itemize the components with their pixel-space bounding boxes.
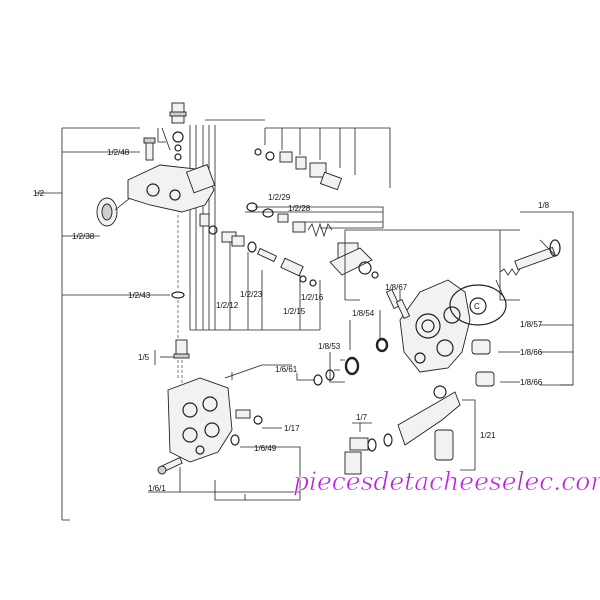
gasket-cover bbox=[449, 284, 507, 326]
label-1-2-16: 1/2/16 bbox=[301, 293, 324, 302]
label-1-6-1: 1/6/1 bbox=[148, 484, 166, 493]
bracket-plate bbox=[329, 247, 373, 276]
label-1-8: 1/8 bbox=[538, 201, 550, 210]
valve-seat bbox=[309, 162, 327, 178]
label-1-8-66b: 1/8/66 bbox=[520, 378, 543, 387]
cap-1-8-66b bbox=[475, 371, 495, 387]
seal-1-8-53 bbox=[344, 356, 360, 376]
pump-manifold bbox=[167, 377, 233, 463]
label-1-8-66a: 1/8/66 bbox=[520, 348, 543, 357]
label-1-17: 1/17 bbox=[284, 424, 300, 433]
label-c: C bbox=[474, 302, 480, 311]
group-1-6-manifold: 1/5 1/6/61 1/17 1/6/49 1/6/1 bbox=[138, 339, 301, 501]
seal-1-8-54 bbox=[375, 337, 389, 353]
label-1-8-53: 1/8/53 bbox=[318, 342, 341, 351]
cap-1-8-66a bbox=[471, 339, 491, 355]
plunger bbox=[514, 246, 557, 271]
group-1-8-housing: C 1/8 1/8/67 1/8/54 1/8/53 1/8/57 1/8/66… bbox=[296, 201, 574, 387]
label-1-6-61: 1/6/61 bbox=[275, 365, 298, 374]
label-1-2-12: 1/2/12 bbox=[216, 301, 239, 310]
watermark: piecesdetacheeselec.com bbox=[293, 467, 600, 496]
fitting-1-7 bbox=[349, 437, 369, 451]
label-1-2-43: 1/2/43 bbox=[128, 291, 151, 300]
label-1-2-38: 1/2/38 bbox=[72, 232, 95, 241]
label-1-8-67: 1/8/67 bbox=[385, 283, 408, 292]
piston-rod bbox=[280, 257, 304, 277]
group-1-7-1-21: 1/7 1/21 bbox=[344, 385, 496, 475]
group-1-2: 1/2 1/2/48 1/2/38 1/2/43 1/2/29 1/2/28 1… bbox=[33, 102, 391, 521]
outlet-arm bbox=[397, 391, 461, 446]
label-1-6-49: 1/6/49 bbox=[254, 444, 277, 453]
label-1-7: 1/7 bbox=[356, 413, 368, 422]
label-1-8-57: 1/8/57 bbox=[520, 320, 543, 329]
label-1-2-15: 1/2/15 bbox=[283, 307, 306, 316]
label-1-2-23: 1/2/23 bbox=[240, 290, 263, 299]
bolt bbox=[143, 137, 156, 144]
label-1-2-48: 1/2/48 bbox=[107, 148, 130, 157]
label-1-21: 1/21 bbox=[480, 431, 496, 440]
spring bbox=[307, 222, 333, 238]
label-1-2: 1/2 bbox=[33, 189, 45, 198]
label-1-2-28: 1/2/28 bbox=[288, 204, 311, 213]
label-1-5: 1/5 bbox=[138, 353, 150, 362]
label-1-8-54: 1/8/54 bbox=[352, 309, 375, 318]
pump-head bbox=[399, 279, 471, 373]
label-1-2-29: 1/2/29 bbox=[268, 193, 291, 202]
outlet-fitting bbox=[434, 429, 454, 461]
plunger-spring bbox=[499, 268, 521, 276]
ring-1-6-61 bbox=[313, 374, 323, 386]
o-ring bbox=[172, 131, 184, 143]
